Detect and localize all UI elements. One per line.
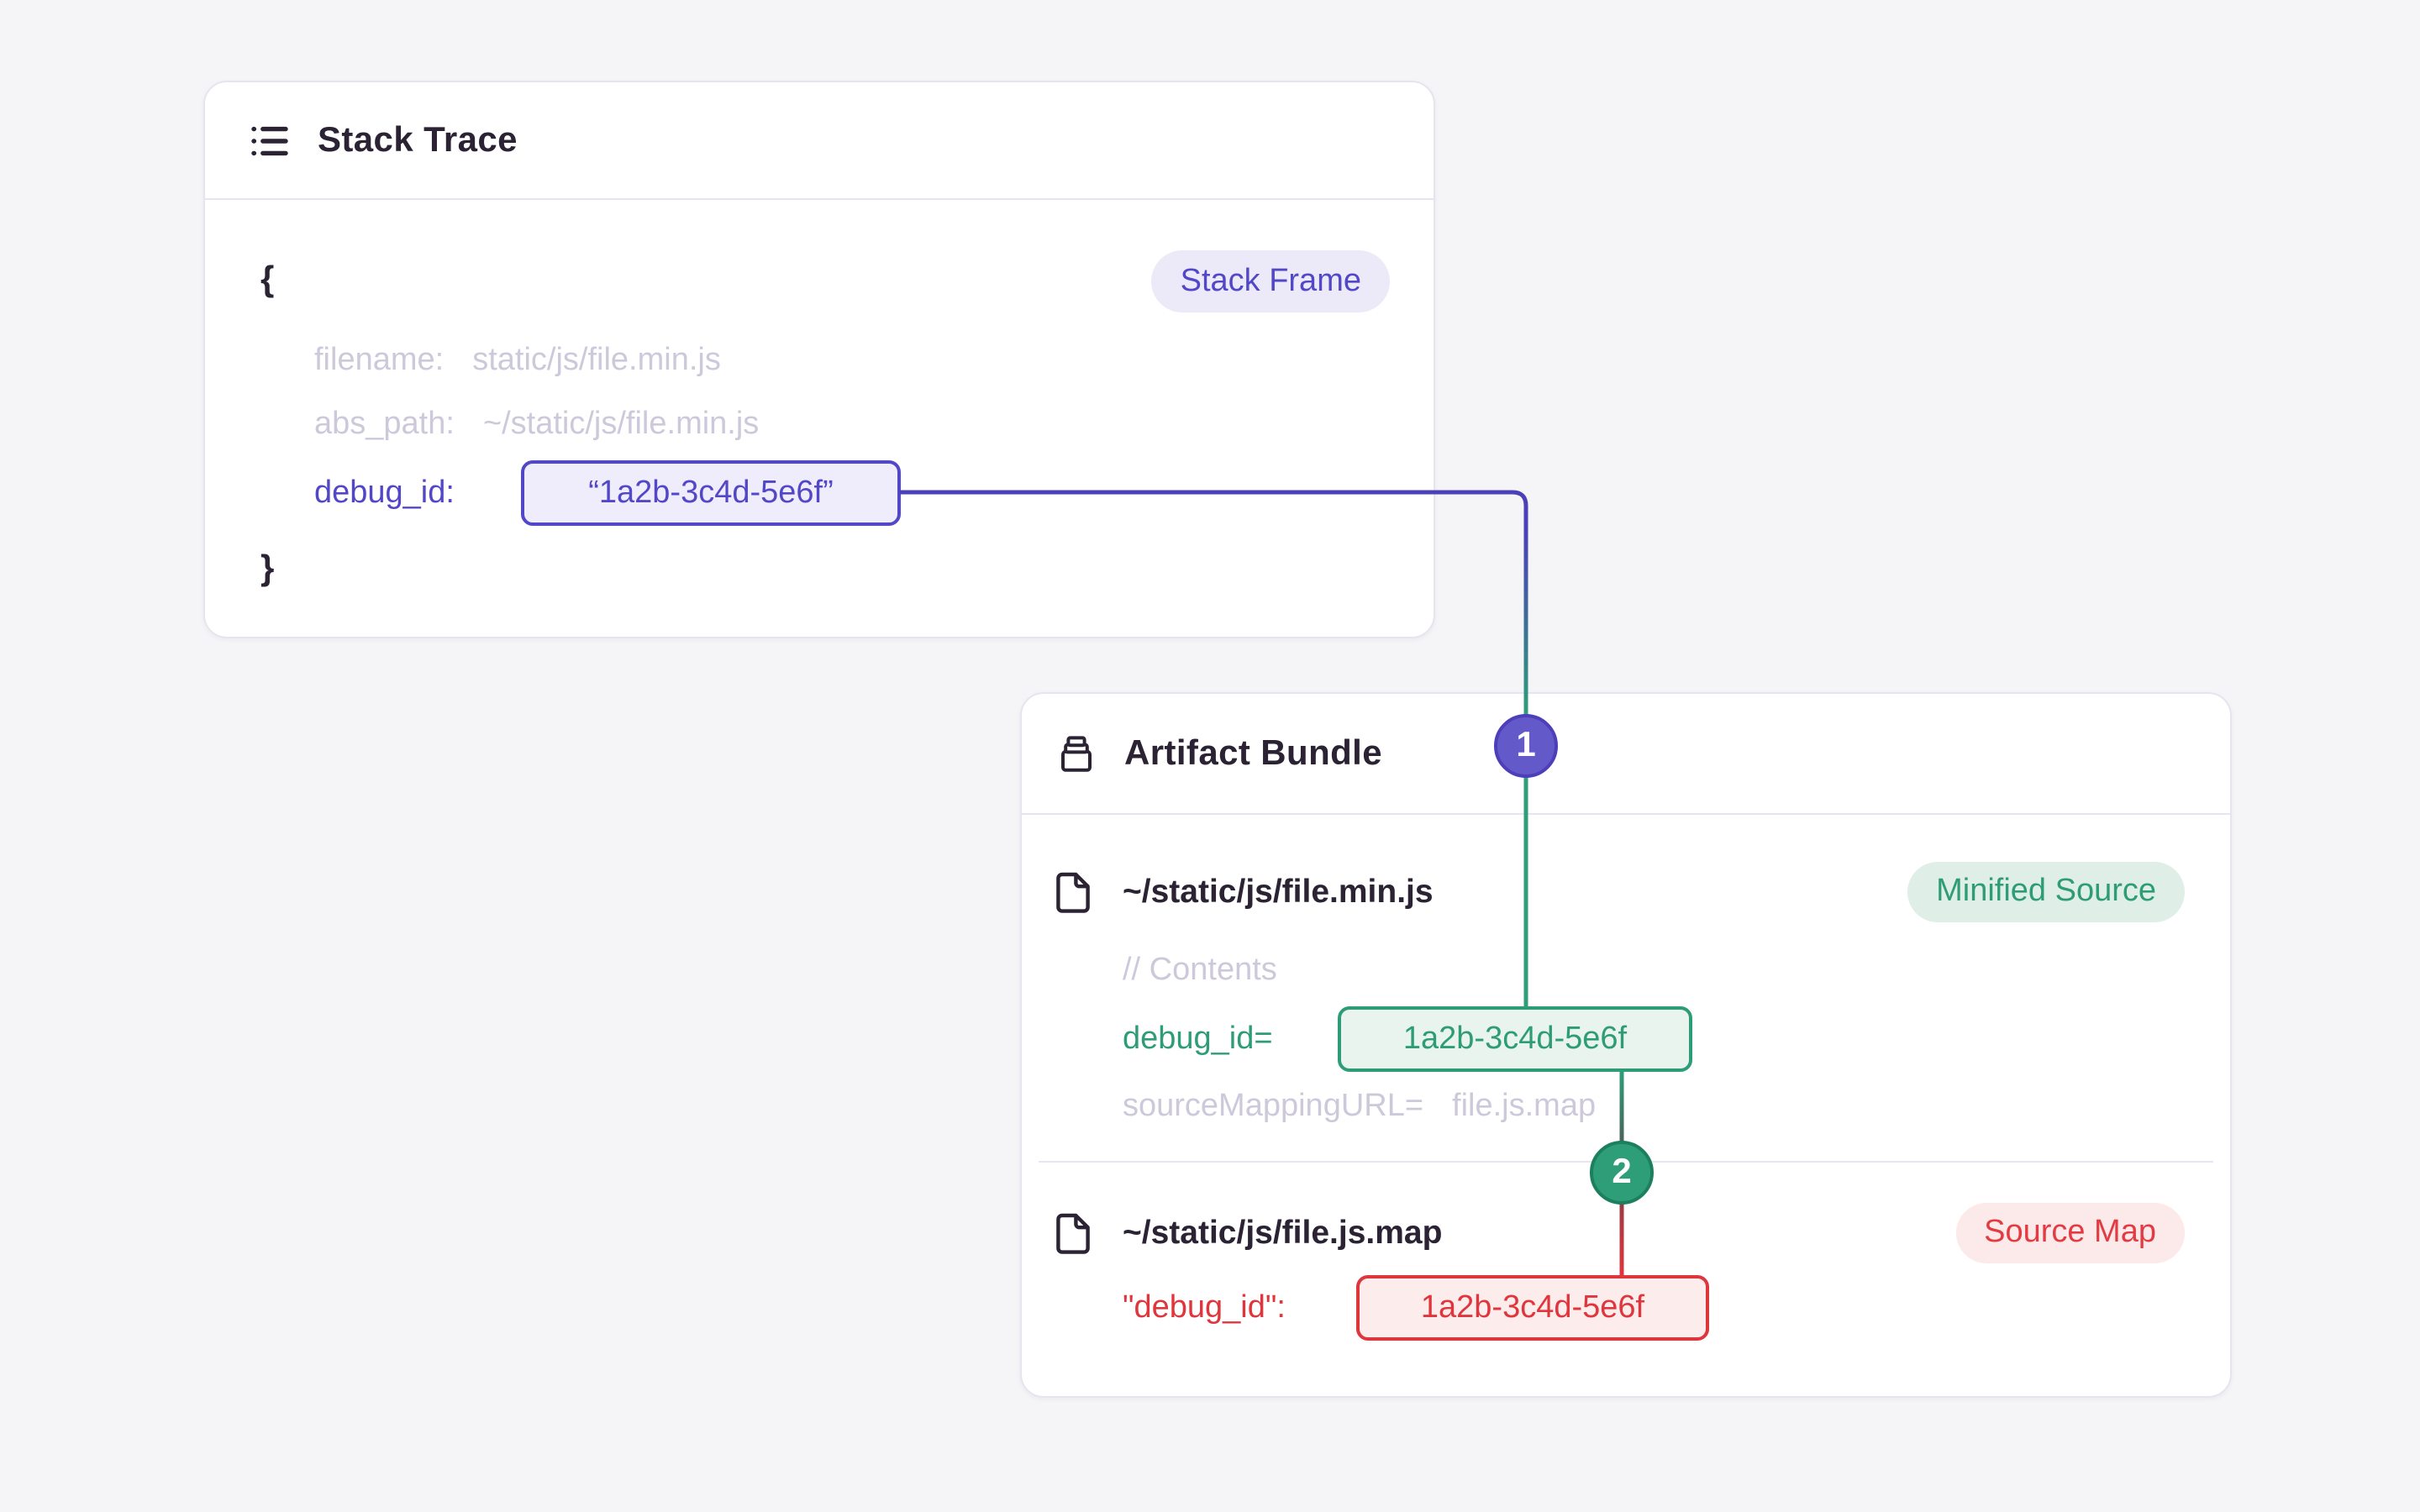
contents-comment: // Contents (1123, 953, 1277, 988)
source-mapping-key: sourceMappingURL= (1123, 1089, 1424, 1124)
file-icon (1056, 1213, 1090, 1254)
artifact-bundle-card: Artifact Bundle ~/static/js/file.min.js … (1020, 692, 2232, 1398)
stack-trace-card: Stack Trace { Stack Frame filename: stati… (203, 81, 1435, 638)
file-path-sourcemap: ~/static/js/file.js.map (1123, 1215, 1443, 1252)
marker-1: 1 (1494, 714, 1558, 778)
abs-path-row: abs_path: ~/static/js/file.min.js (314, 403, 759, 447)
artifact-bundle-title: Artifact Bundle (1124, 733, 1383, 772)
source-mapping-value: file.js.map (1452, 1089, 1597, 1124)
abs-path-value: ~/static/js/file.min.js (482, 407, 760, 442)
bundle-debug-id-key: debug_id= (1123, 1021, 1273, 1057)
sourcemap-debug-id-chip: 1a2b-3c4d-5e6f (1356, 1275, 1709, 1341)
sourcemap-debug-id-key: "debug_id": (1123, 1290, 1286, 1326)
archive-icon (1061, 735, 1092, 771)
abs-path-key: abs_path: (314, 407, 455, 442)
stack-trace-title: Stack Trace (318, 120, 518, 159)
file-icon (1056, 872, 1090, 913)
filename-value: static/js/file.min.js (472, 343, 721, 378)
brace-close: } (260, 549, 275, 588)
filename-key: filename: (314, 343, 445, 378)
marker-2: 2 (1590, 1141, 1654, 1205)
bundle-debug-id-chip: 1a2b-3c4d-5e6f (1338, 1006, 1692, 1072)
minified-source-badge: Minified Source (1907, 862, 2185, 922)
artifact-bundle-header: Artifact Bundle (1022, 694, 2230, 815)
stack-frame-badge: Stack Frame (1151, 250, 1390, 312)
file-path-minified: ~/static/js/file.min.js (1123, 874, 1434, 911)
source-map-badge: Source Map (1955, 1203, 2185, 1263)
debug-id-key: debug_id: (314, 475, 455, 511)
debug-id-chip: “1a2b-3c4d-5e6f” (521, 460, 901, 526)
brace-open: { (260, 260, 275, 299)
filename-row: filename: static/js/file.min.js (314, 339, 721, 383)
list-icon (251, 125, 288, 155)
stack-trace-header: Stack Trace (205, 82, 1434, 200)
source-mapping-row: sourceMappingURL= file.js.map (1123, 1085, 1596, 1129)
